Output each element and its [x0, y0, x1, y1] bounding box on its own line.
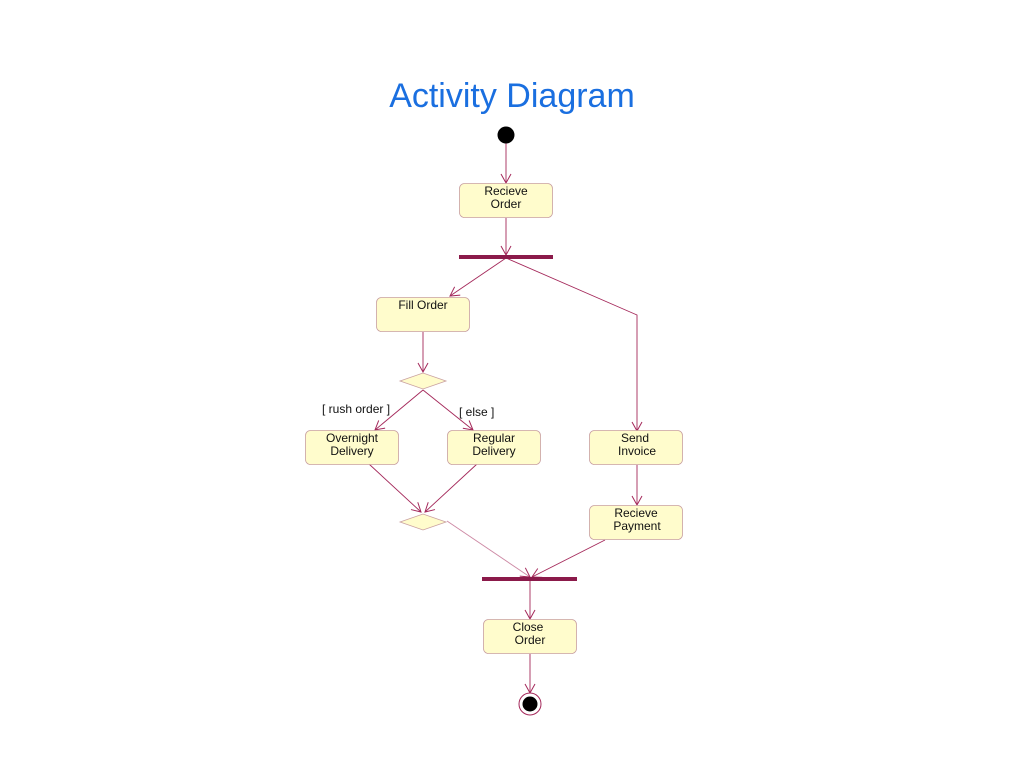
edge-fork-to-fill [449, 257, 507, 297]
edge-decision-to-regular [422, 389, 474, 431]
edge-merge-to-join [446, 520, 531, 578]
receive-order-label-line2: Order [491, 197, 522, 211]
activity-overnight-delivery: Overnight Delivery [305, 430, 399, 465]
final-node [518, 692, 542, 716]
regular-delivery-label-line2: Delivery [472, 444, 515, 458]
initial-node [497, 126, 515, 144]
diagram-title: Activity Diagram [389, 77, 635, 115]
receive-payment-label-line2: Payment [613, 519, 661, 533]
edge-regular-to-merge [424, 463, 478, 513]
overnight-delivery-label-line2: Delivery [330, 444, 373, 458]
edge-overnight-to-merge [368, 463, 422, 513]
decision-diamond [398, 372, 448, 390]
activity-receive-payment: Recieve Payment [589, 505, 683, 540]
guard-rush-order: [ rush order ] [322, 402, 390, 416]
regular-delivery-label-line1: Regular [473, 431, 515, 445]
join-bar [482, 577, 577, 581]
activity-regular-delivery: Regular Delivery [447, 430, 541, 465]
overnight-delivery-label-line1: Overnight [326, 431, 379, 445]
merge-diamond [398, 513, 448, 531]
receive-payment-label-line1: Recieve [614, 506, 658, 520]
fork-bar [459, 255, 553, 259]
send-invoice-label-line2: Invoice [618, 444, 656, 458]
receive-order-label-line1: Recieve [484, 184, 528, 198]
send-invoice-label-line1: Send [621, 431, 649, 445]
edge-payment-to-join [531, 539, 606, 578]
edge-fork-to-invoice [505, 257, 643, 433]
edges [368, 143, 643, 695]
activity-fill-order: Fill Order [376, 297, 470, 332]
guard-else: [ else ] [459, 405, 494, 419]
activity-receive-order: Recieve Order [459, 183, 553, 218]
close-order-label-line2: Order [515, 633, 546, 647]
close-order-label-line1: Close [513, 620, 544, 634]
edge-decision-to-overnight [374, 389, 424, 431]
activity-send-invoice: Send Invoice [589, 430, 683, 465]
activity-close-order: Close Order [483, 619, 577, 654]
fill-order-label: Fill Order [398, 298, 447, 312]
